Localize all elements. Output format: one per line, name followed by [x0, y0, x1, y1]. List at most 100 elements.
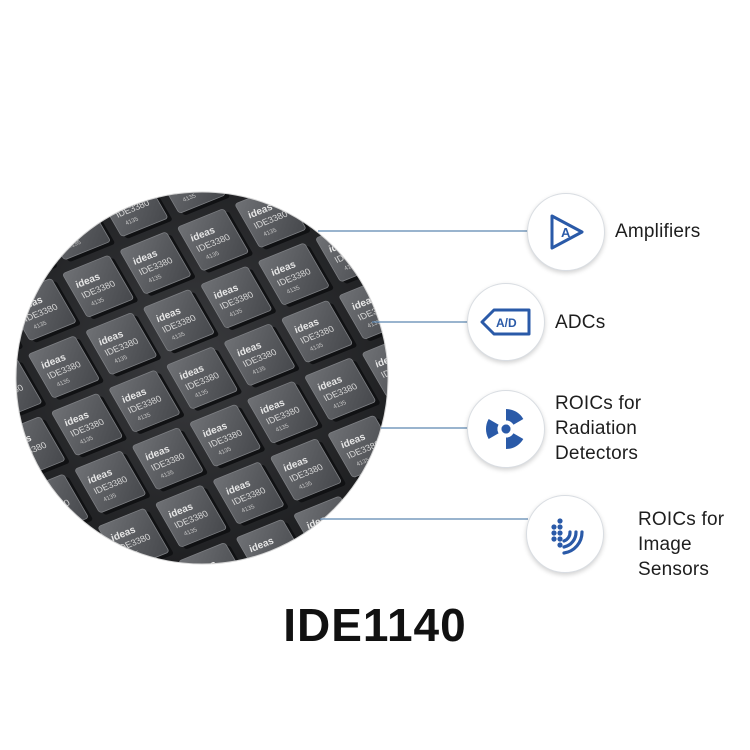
chip-code-text: 4135 — [390, 377, 406, 387]
chip-brand-text: ideas — [396, 408, 426, 427]
radiation-badge — [467, 390, 545, 468]
chip-code-text: 4135 — [10, 263, 26, 273]
amplifier-icon: A — [550, 214, 584, 250]
image-sensor-badge — [526, 495, 604, 573]
chip-brand-text: ideas — [0, 375, 11, 394]
chip-code-text: 4135 — [321, 538, 337, 548]
image-sensor-icon — [551, 518, 584, 555]
chip-brand-text: ideas — [303, 179, 333, 198]
chip-part-text: IDE3380 — [34, 497, 71, 519]
chip-code-text: 4135 — [33, 320, 49, 330]
chip-part-text: IDE3380 — [57, 555, 94, 577]
chip-code-text: 4135 — [356, 457, 372, 467]
adc-icon-text: A/D — [496, 316, 517, 330]
chip-brand-text: ideas — [28, 490, 58, 509]
chip-code-text: 4135 — [309, 342, 325, 352]
chip-code-text: 4135 — [217, 446, 233, 456]
chip-brand-text: ideas — [362, 489, 392, 508]
chip-part-text: IDE3380 — [368, 496, 405, 518]
chip-code-text: 4135 — [264, 561, 280, 571]
chip-code-text: 4135 — [183, 527, 199, 537]
chip-part-text: IDE3380 — [402, 416, 439, 438]
chip-code-text: 4135 — [90, 297, 106, 307]
chip-code-text: 4135 — [298, 481, 314, 491]
chip-code-text: 4135 — [286, 285, 302, 295]
chip-code-text: 4135 — [194, 389, 210, 399]
chip-code-text: 4135 — [0, 401, 14, 411]
chip-brand-text: ideas — [165, 167, 195, 186]
chip-code-text: 4135 — [45, 516, 61, 526]
chip-code-text: 4135 — [206, 585, 222, 595]
chip-part-text: IDE3380 — [333, 243, 370, 265]
chip-part-text: IDE3380 — [379, 358, 416, 380]
amplifier-icon-letter: A — [561, 225, 571, 240]
chip-code-text: 4135 — [413, 434, 429, 444]
chip-code-text: 4135 — [137, 412, 153, 422]
chip-part-text: IDE3380 — [0, 244, 36, 266]
chip-brand-text: ideas — [50, 214, 80, 233]
chip-part-text: IDE3380 — [0, 325, 2, 347]
feature-label-radiation: ROICs for Radiation Detectors — [555, 393, 642, 464]
chip-code-text: 4135 — [68, 573, 84, 583]
chip-code-text: 4135 — [182, 193, 198, 203]
chip-code-text: 4135 — [205, 251, 221, 261]
chip-code-text: 4135 — [56, 378, 72, 388]
chip-brand-text: ideas — [223, 144, 253, 163]
chip-brand-text: ideas — [327, 236, 357, 255]
chip-brand-text: ideas — [0, 237, 22, 256]
chip-part-text: IDE3380 — [196, 566, 233, 588]
product-title: IDE1140 — [283, 599, 467, 651]
chip-code-text: 4135 — [332, 400, 348, 410]
chip-code-text: 4135 — [148, 274, 164, 284]
feature-label-adcs: ADCs — [555, 312, 606, 333]
chip-code-text: 4135 — [379, 515, 395, 525]
chip-code-text: 4135 — [79, 435, 95, 445]
chip-code-text: 4135 — [67, 240, 83, 250]
chip-code-text: 4135 — [239, 170, 255, 180]
chip-code-text: 4135 — [113, 355, 129, 365]
chip-code-text: 4135 — [228, 308, 244, 318]
chip-code-text: 4135 — [252, 366, 268, 376]
chip-code-text: 4135 — [320, 204, 336, 214]
chip-brand-text: ideas — [51, 548, 81, 567]
adc-icon: A/D — [480, 308, 531, 336]
feature-label-amplifiers: Amplifiers — [615, 221, 701, 242]
amplifier-badge: A — [527, 193, 605, 271]
chip-code-text: 4135 — [367, 319, 383, 329]
chip-code-text: 4135 — [275, 423, 291, 433]
radiation-icon — [486, 409, 524, 449]
chip-code-text: 4135 — [263, 227, 279, 237]
feature-label-image-sensors: ROICs for Image Sensors — [638, 509, 725, 580]
chip-part-text: IDE3380 — [309, 186, 346, 208]
chip-code-text: 4135 — [124, 216, 140, 226]
chip-part-text: IDE3380 — [229, 151, 266, 173]
